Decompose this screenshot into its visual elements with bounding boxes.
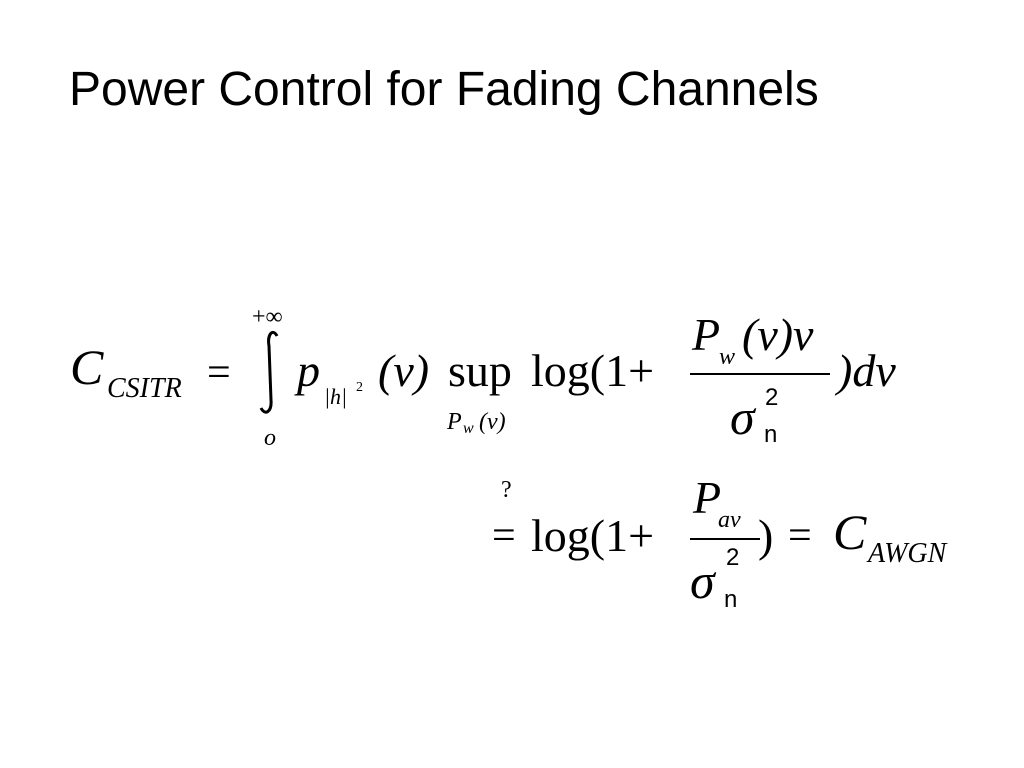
denominator-sigma-2: σ — [690, 553, 715, 609]
integral-upper-limit: +∞ — [252, 304, 283, 330]
question-mark: ? — [501, 477, 512, 503]
density-symbol: p — [297, 345, 320, 396]
capacity-symbol: C — [70, 339, 104, 395]
awgn-capacity-symbol: C — [833, 504, 867, 560]
equals-sign-2: = — [788, 513, 812, 559]
capacity-subscript: CSITR — [107, 373, 182, 404]
log-open-2: log(1+ — [531, 510, 655, 561]
sup-under-argument: (v) — [479, 409, 506, 435]
integral-lower-limit: o — [264, 425, 276, 451]
fraction-bar — [690, 373, 830, 375]
sup-under-symbol: P — [447, 409, 462, 435]
integral-sign-icon — [259, 330, 279, 414]
sup-operator: sup — [448, 345, 512, 396]
density-subscript: |h| — [324, 384, 348, 409]
numerator-symbol-2: P — [693, 472, 722, 523]
questioned-equals-sign: = — [492, 513, 516, 559]
close-paren-2: ) — [758, 510, 774, 561]
fraction-bar-2 — [690, 538, 760, 540]
density-subscript-power: 2 — [356, 380, 363, 395]
denominator-power: 2 — [765, 384, 779, 411]
awgn-capacity-subscript: AWGN — [868, 538, 947, 569]
denominator-sigma: σ — [730, 389, 755, 445]
numerator-subscript-2: av — [718, 507, 741, 533]
close-differential: )dv — [837, 345, 896, 396]
numerator-symbol: P — [692, 309, 721, 360]
density-argument: (v) — [378, 345, 430, 396]
denominator-power-2: 2 — [726, 544, 740, 571]
denominator-subscript: n — [764, 421, 778, 448]
numerator-rest: (v)v — [742, 309, 814, 360]
sup-under-subscript: w — [463, 420, 474, 437]
log-open: log(1+ — [531, 345, 655, 396]
slide-title: Power Control for Fading Channels — [69, 63, 819, 116]
denominator-subscript-2: n — [724, 586, 738, 613]
numerator-subscript: w — [719, 344, 736, 370]
equals-sign: = — [207, 350, 231, 396]
